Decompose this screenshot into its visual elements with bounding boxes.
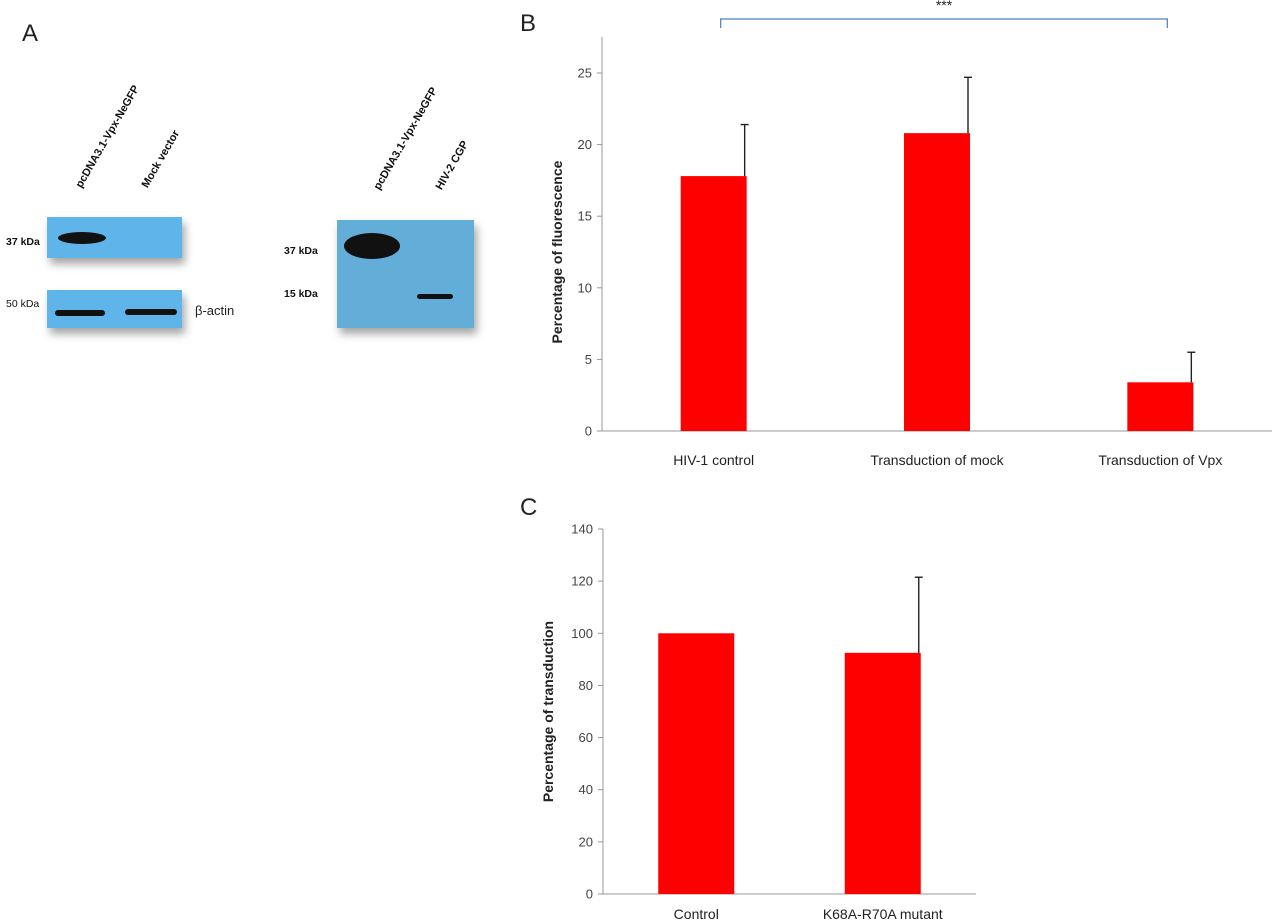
chart-b-y-tick-label: 15 — [578, 209, 592, 224]
chart-b-bar — [1127, 382, 1194, 431]
significance-bracket — [720, 18, 1168, 28]
chart-c-category-label: Control — [674, 906, 719, 922]
chart-b-bar — [680, 176, 747, 431]
blot1-band-actin-2 — [125, 309, 177, 315]
blot2-membrane — [337, 220, 474, 328]
chart-c-bar — [658, 633, 735, 894]
blot2-band-hiv2 — [417, 294, 453, 299]
chart-c-y-tick-label: 80 — [579, 678, 593, 693]
chart-b-category-label: Transduction of mock — [870, 452, 1004, 468]
panel-a-label: A — [22, 20, 39, 47]
beta-actin-label: β-actin — [195, 303, 235, 318]
blot1-band-vpx — [58, 232, 106, 244]
chart-c-y-axis-title: Percentage of transduction — [540, 621, 556, 802]
panel-c-label: C — [520, 494, 538, 521]
chart-c-y-tick-label: 120 — [571, 574, 593, 589]
significance-label: *** — [936, 0, 953, 13]
blot1-bottom-membrane — [47, 290, 182, 328]
blot1-marker-50kda: 50 kDa — [6, 298, 40, 310]
blot1-top-membrane — [47, 217, 182, 258]
chart-c-y-tick-label: 0 — [586, 887, 593, 902]
chart-c-y-tick-label: 140 — [571, 522, 593, 537]
chart-b-y-tick-label: 10 — [578, 280, 592, 295]
blot2-marker-15kda: 15 kDa — [284, 288, 318, 300]
chart-b-y-tick-label: 5 — [585, 352, 592, 367]
blot1-marker-37kda: 37 kDa — [6, 236, 40, 248]
chart-b-y-tick-label: 25 — [578, 66, 592, 81]
chart-b-y-tick-label: 20 — [578, 137, 592, 152]
chart-b-category-label: HIV-1 control — [673, 452, 754, 468]
chart-c-y-tick-label: 40 — [579, 782, 593, 797]
chart-c-y-tick-label: 20 — [579, 834, 593, 849]
chart-c-category-label: K68A-R70A mutant — [823, 906, 943, 922]
blot1-band-actin-1 — [55, 310, 105, 316]
blot2-marker-37kda: 37 kDa — [284, 245, 318, 257]
blot2-band-vpx — [344, 233, 400, 259]
chart-b-y-axis-title: Percentage of fluorescence — [549, 160, 565, 343]
chart-b-bar — [904, 133, 970, 432]
chart-b-y-tick-label: 0 — [585, 424, 592, 439]
chart-c-bar — [844, 652, 921, 894]
chart-c-y-tick-label: 100 — [571, 626, 593, 641]
chart-c-y-tick-label: 60 — [579, 730, 593, 745]
chart-b-category-label: Transduction of Vpx — [1098, 452, 1222, 468]
panel-b-label: B — [520, 10, 537, 37]
